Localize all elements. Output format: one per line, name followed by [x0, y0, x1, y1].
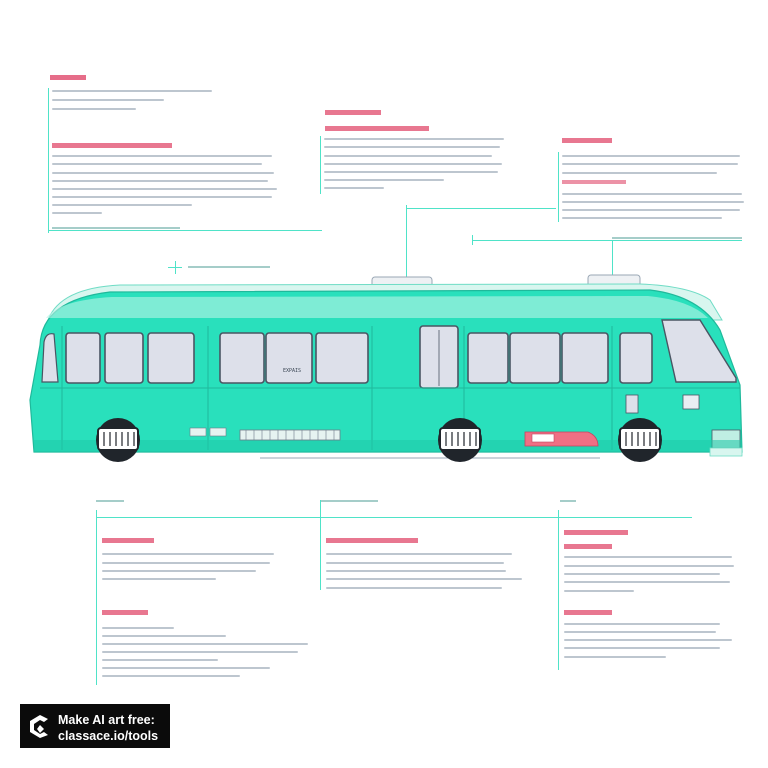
panel-heading-redline [564, 610, 612, 615]
watermark-line-2: classace.io/tools [58, 729, 159, 743]
destination-sign: EXPAIS [283, 368, 301, 374]
wheel-front [618, 418, 662, 462]
classace-logo-icon [30, 715, 48, 738]
side-hatch [625, 394, 639, 414]
side-vent [239, 429, 341, 441]
rear-window [41, 333, 59, 383]
panel-heading-redline [102, 538, 154, 543]
panel-heading-redline [564, 530, 628, 535]
panel-heading-redline [52, 143, 172, 148]
panel-heading-redline [326, 538, 418, 543]
panel-heading-redline [102, 610, 148, 615]
panel-heading-redline [325, 126, 429, 131]
side-windows [65, 332, 653, 384]
panel-heading-redline [562, 180, 626, 184]
panel-heading-redline [562, 138, 612, 143]
wheel-middle [438, 418, 482, 462]
watermark-text: Make AI art free: classace.io/tools [58, 712, 158, 744]
panel-heading-redline [50, 75, 86, 82]
watermark-badge[interactable]: Make AI art free: classace.io/tools [20, 704, 170, 748]
panel-heading-redline [325, 110, 381, 115]
watermark-line-1: Make AI art free: [58, 713, 155, 727]
wheel-rear [96, 418, 140, 462]
headlight [682, 394, 700, 410]
bus-roof-stripe [46, 296, 708, 318]
panel-heading-redline [564, 544, 612, 549]
bus-windshield [661, 319, 737, 383]
front-bumper [709, 447, 743, 457]
